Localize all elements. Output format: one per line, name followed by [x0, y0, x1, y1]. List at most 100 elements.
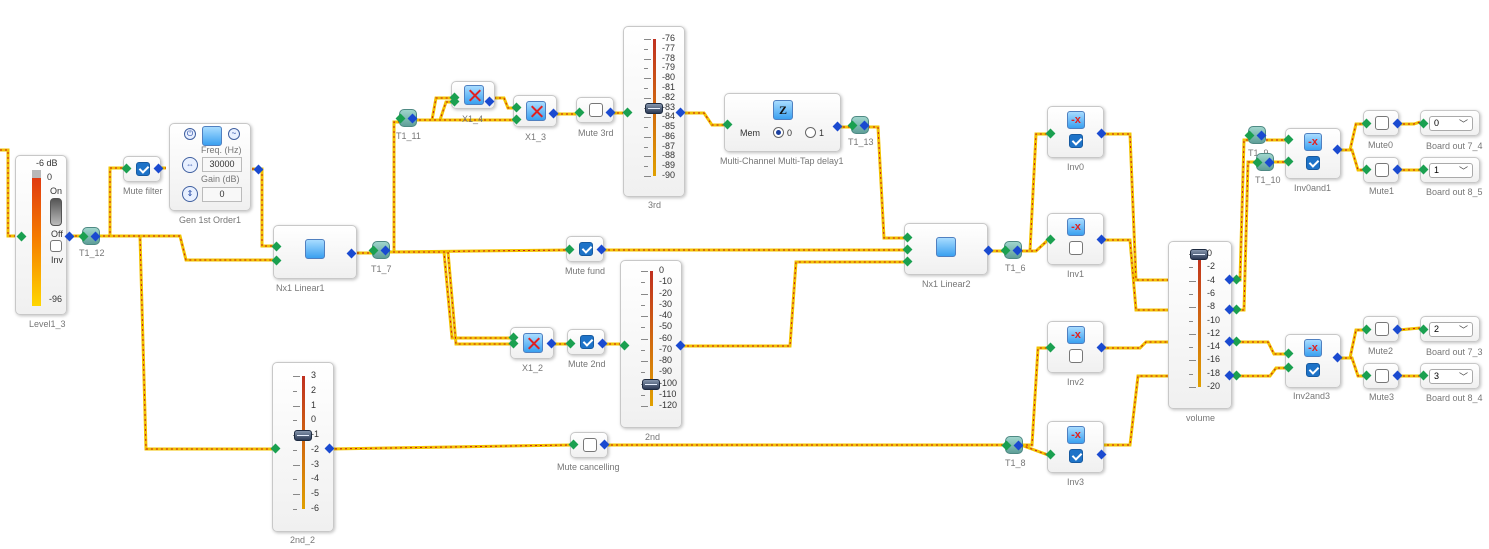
fader-tick-label: 2: [311, 384, 317, 395]
fader-knob[interactable]: [645, 102, 663, 114]
node-t1-6-label: T1_6: [1005, 263, 1026, 273]
inv2-checkbox[interactable]: [1069, 349, 1083, 363]
fader-volume-block[interactable]: 0-2-4-6-8-10-12-14-16-18-20: [1168, 241, 1232, 409]
wire-41: [1232, 366, 1286, 378]
gen-block[interactable]: ⏻ ~ Freq. (Hz) ⇔ 30000 Gain (dB) ⇕ 0: [169, 123, 251, 211]
level-switch[interactable]: [50, 198, 62, 226]
mute1-checkbox[interactable]: [1375, 163, 1389, 177]
fader-track[interactable]: [650, 271, 653, 406]
wire-5: [252, 167, 274, 248]
wire-34: [1102, 340, 1170, 350]
fader-2nd-block[interactable]: 0-10-20-30-40-50-60-70-80-90-100-110-120: [620, 260, 682, 428]
wire-dash-7: [98, 235, 276, 450]
board-out-0-block[interactable]: 0﹀: [1420, 110, 1480, 136]
gen-label: Gen 1st Order1: [179, 215, 242, 225]
fader-track[interactable]: [1198, 254, 1201, 387]
mute-fund-checkbox[interactable]: [579, 242, 593, 256]
level-inv-checkbox[interactable]: [50, 240, 62, 252]
board-out-3-block[interactable]: 3﹀: [1420, 363, 1480, 389]
mute-filter-checkbox[interactable]: [136, 162, 150, 176]
mute-2nd-checkbox[interactable]: [580, 335, 594, 349]
fader-tick-label: -79: [662, 62, 676, 73]
inv1-icon: -x: [1067, 218, 1085, 236]
fader-knob[interactable]: [1190, 249, 1208, 260]
wire-dash-10: [414, 101, 452, 121]
fader-tick-label: -6: [311, 503, 320, 513]
inv2-label: Inv2: [1067, 377, 1085, 387]
fader-tick-label: -90: [659, 366, 673, 377]
wire-24: [682, 260, 906, 348]
fader-tick-label: -83: [662, 101, 676, 112]
node-t1-10-label: T1_10: [1255, 175, 1281, 185]
fader-tick: [641, 327, 645, 329]
gen-gain-value[interactable]: 0: [202, 187, 242, 202]
fader-tick-label: 0: [311, 414, 317, 425]
gen-freq-label: Freq. (Hz): [201, 145, 242, 155]
inv3-block[interactable]: -x: [1047, 421, 1104, 473]
nx1-linear2-label: Nx1 Linear2: [922, 279, 971, 289]
inv2and3-block[interactable]: -x: [1285, 334, 1341, 388]
delay-radio-0[interactable]: [773, 127, 784, 138]
board-out-2-select[interactable]: 2﹀: [1429, 322, 1473, 337]
inv1-checkbox[interactable]: [1069, 241, 1083, 255]
nx1-linear1-block[interactable]: [273, 225, 357, 279]
delay-opt0: 0: [787, 128, 793, 138]
wire-dash-47: [1340, 357, 1364, 377]
fader-tick-label: 0: [1207, 248, 1213, 258]
inv1-block[interactable]: -x: [1047, 213, 1104, 265]
mute3-checkbox[interactable]: [1375, 369, 1389, 383]
mute0-checkbox[interactable]: [1375, 116, 1389, 130]
fader-tick: [641, 361, 648, 362]
gen-freq-value[interactable]: 30000: [202, 157, 242, 172]
inv0and1-icon: -x: [1304, 133, 1322, 151]
fader-tick-label: -84: [662, 111, 676, 122]
fader-tick-label: -60: [659, 332, 673, 343]
highpass-icon[interactable]: [202, 126, 222, 146]
nx1-linear2-block[interactable]: [904, 223, 988, 275]
board-out-0-select[interactable]: 0﹀: [1429, 116, 1473, 131]
wire-40: [1232, 340, 1286, 356]
freq-arrows-icon: ⇔: [182, 157, 198, 173]
delay-radio-1[interactable]: [805, 127, 816, 138]
wire-dash-36: [1232, 139, 1250, 281]
fader-tick: [293, 405, 300, 407]
level-off: Off: [51, 229, 63, 239]
mute-cancelling-label: Mute cancelling: [557, 462, 620, 472]
chevron-down-icon: ﹀: [1458, 166, 1468, 176]
mute1-label: Mute1: [1369, 186, 1395, 196]
fader-tick: [644, 176, 651, 177]
mute-3rd-label: Mute 3rd: [578, 128, 614, 138]
inv0and1-checkbox[interactable]: [1306, 156, 1320, 170]
mute-cancelling-checkbox[interactable]: [583, 438, 597, 452]
inv0-icon: -x: [1067, 111, 1085, 129]
inv0-checkbox[interactable]: [1069, 134, 1083, 148]
delay-label: Multi-Channel Multi-Tap delay1: [720, 156, 844, 166]
fader-tick-label: -14: [1207, 341, 1221, 352]
fader-tick: [1189, 360, 1196, 362]
mute2-checkbox[interactable]: [1375, 322, 1389, 336]
board-out-2-block[interactable]: 2﹀: [1420, 316, 1480, 342]
fader-tick-label: -110: [659, 388, 677, 399]
inv2and3-icon: -x: [1304, 339, 1322, 357]
inv3-checkbox[interactable]: [1069, 449, 1083, 463]
fader-tick: [644, 146, 648, 148]
wire-dash-8: [388, 121, 400, 253]
board-out-1-value: 1: [1434, 165, 1440, 175]
board-out-1-select[interactable]: 1﹀: [1429, 163, 1473, 178]
level-bottom: -96: [49, 294, 63, 304]
gain-arrows-icon: ⇕: [182, 186, 198, 202]
fader-knob[interactable]: [642, 378, 660, 390]
inv0-block[interactable]: -x: [1047, 106, 1104, 158]
wire-dash-43: [1340, 149, 1364, 171]
mute-3rd-checkbox[interactable]: [589, 103, 603, 117]
inv0and1-block[interactable]: -x: [1285, 128, 1341, 179]
inv2and3-checkbox[interactable]: [1306, 363, 1320, 377]
fader-knob[interactable]: [294, 430, 312, 442]
fader-tick: [644, 78, 651, 80]
board-out-1-block[interactable]: 1﹀: [1420, 157, 1480, 183]
delay-block[interactable]: Z Mem 0 1: [724, 93, 841, 152]
fader-track[interactable]: [302, 376, 305, 509]
fader-tick: [644, 58, 651, 60]
board-out-3-select[interactable]: 3﹀: [1429, 369, 1473, 384]
